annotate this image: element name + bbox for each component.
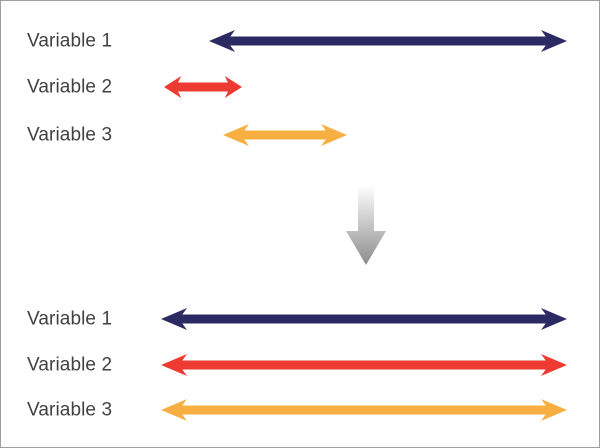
double-headed-arrow-icon [161,354,567,376]
arrow-body-red [164,76,242,98]
variable-label-2: Variable 2 [27,354,113,376]
variable-label-2: Variable 2 [27,76,113,98]
arrow-down-icon [346,185,386,265]
double-headed-arrow-icon [209,30,567,52]
variable-label-1: Variable 1 [27,30,113,52]
double-headed-arrow-icon [164,76,242,98]
double-headed-arrow-icon [161,308,567,330]
arrow-body-orange [223,124,347,146]
double-headed-arrow-icon [223,124,347,146]
variable-label-1: Variable 1 [27,308,113,330]
arrow-down-body [346,185,386,265]
variable-label-3: Variable 3 [27,399,113,421]
arrow-body-orange [161,399,567,421]
arrow-body-navy [161,308,567,330]
arrow-body-navy [209,30,567,52]
variable-label-3: Variable 3 [27,124,113,146]
arrow-body-red [161,354,567,376]
double-headed-arrow-icon [161,399,567,421]
